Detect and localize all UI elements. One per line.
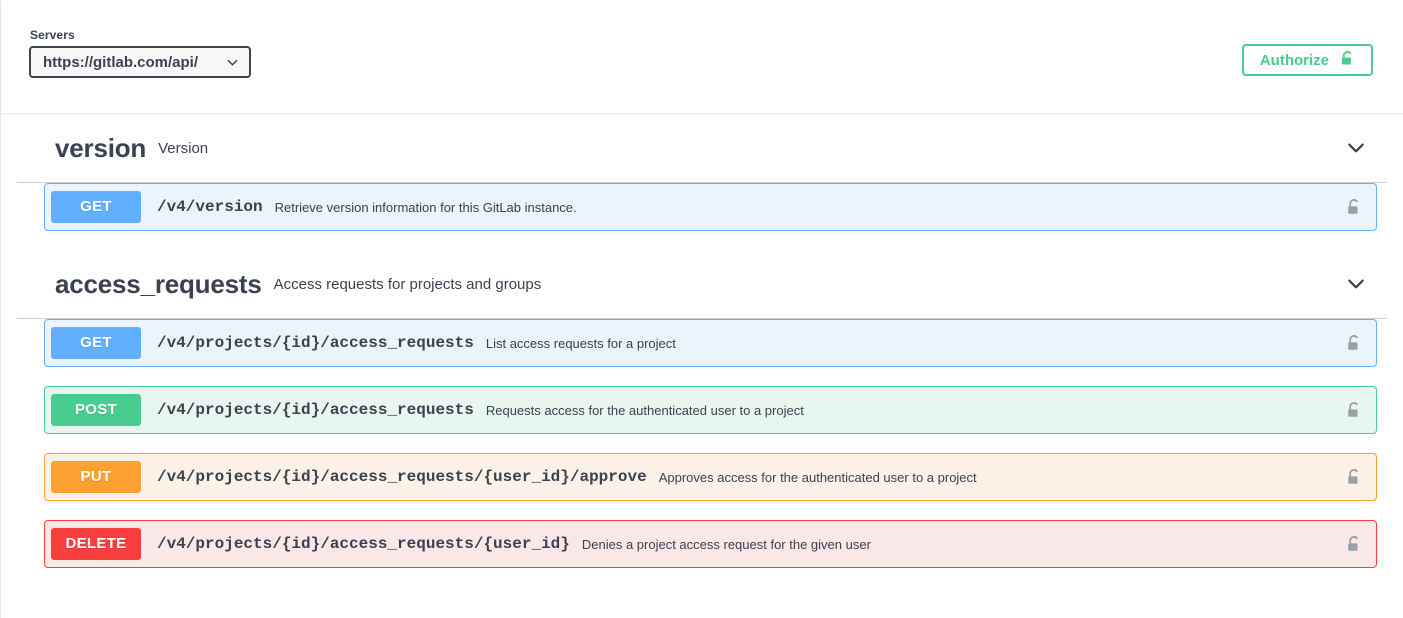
operation-row[interactable]: PUT/v4/projects/{id}/access_requests/{us… xyxy=(44,453,1377,501)
tag-name: access_requests xyxy=(55,268,262,299)
operation-path: /v4/projects/{id}/access_requests/{user_… xyxy=(157,468,647,486)
operation-description: Approves access for the authenticated us… xyxy=(658,469,977,485)
tag-description: Version xyxy=(158,139,209,157)
method-badge: GET xyxy=(51,191,141,223)
method-badge: PUT xyxy=(51,461,141,493)
operation-path: /v4/projects/{id}/access_requests/{user_… xyxy=(157,535,570,553)
auth-wrapper: Authorize xyxy=(1241,44,1373,76)
tag-description: Access requests for projects and groups xyxy=(273,275,542,293)
chevron-down-icon xyxy=(227,57,238,68)
operation-description: Retrieve version information for this Gi… xyxy=(274,199,577,215)
operation-row[interactable]: GET/v4/version Retrieve version informati… xyxy=(44,183,1377,231)
lock-unlocked-icon xyxy=(1340,50,1355,70)
chevron-down-icon xyxy=(1345,137,1367,159)
operation-row[interactable]: DELETE/v4/projects/{id}/access_requests/… xyxy=(44,520,1377,568)
tag-header-access_requests[interactable]: access_requests Access requests for proje… xyxy=(17,250,1387,319)
chevron-down-icon xyxy=(1345,273,1367,295)
scheme-container: Servers https://gitlab.com/api/ Authoriz… xyxy=(1,0,1403,114)
server-select[interactable]: https://gitlab.com/api/ xyxy=(29,46,251,78)
operation-row[interactable]: POST/v4/projects/{id}/access_requests Req… xyxy=(44,386,1377,434)
method-badge: POST xyxy=(51,394,141,426)
tag-section-access_requests: access_requests Access requests for proje… xyxy=(17,250,1387,568)
operation-row[interactable]: GET/v4/projects/{id}/access_requests List… xyxy=(44,319,1377,367)
operations-list-version: GET/v4/version Retrieve version informati… xyxy=(17,183,1387,231)
lock-unlocked-icon[interactable] xyxy=(1346,535,1362,554)
authorize-button[interactable]: Authorize xyxy=(1241,44,1373,76)
method-badge: DELETE xyxy=(51,528,141,560)
servers-label: Servers xyxy=(30,28,75,42)
operation-description: List access requests for a project xyxy=(485,335,676,351)
lock-unlocked-icon[interactable] xyxy=(1346,468,1362,487)
tag-name: version xyxy=(55,132,147,163)
lock-unlocked-icon[interactable] xyxy=(1346,334,1362,353)
method-badge: GET xyxy=(51,327,141,359)
operation-description: Requests access for the authenticated us… xyxy=(485,402,804,418)
operation-description: Denies a project access request for the … xyxy=(581,536,871,552)
operations-list-access_requests: GET/v4/projects/{id}/access_requests List… xyxy=(17,319,1387,568)
operation-path: /v4/projects/{id}/access_requests xyxy=(157,401,474,419)
server-select-value: https://gitlab.com/api/ xyxy=(43,53,199,71)
lock-unlocked-icon[interactable] xyxy=(1346,198,1362,217)
servers-group: Servers https://gitlab.com/api/ xyxy=(29,28,251,78)
operation-path: /v4/version xyxy=(157,198,263,216)
authorize-button-label: Authorize xyxy=(1259,51,1329,69)
tag-header-version[interactable]: version Version xyxy=(17,114,1387,183)
operation-path: /v4/projects/{id}/access_requests xyxy=(157,334,474,352)
lock-unlocked-icon[interactable] xyxy=(1346,401,1362,420)
